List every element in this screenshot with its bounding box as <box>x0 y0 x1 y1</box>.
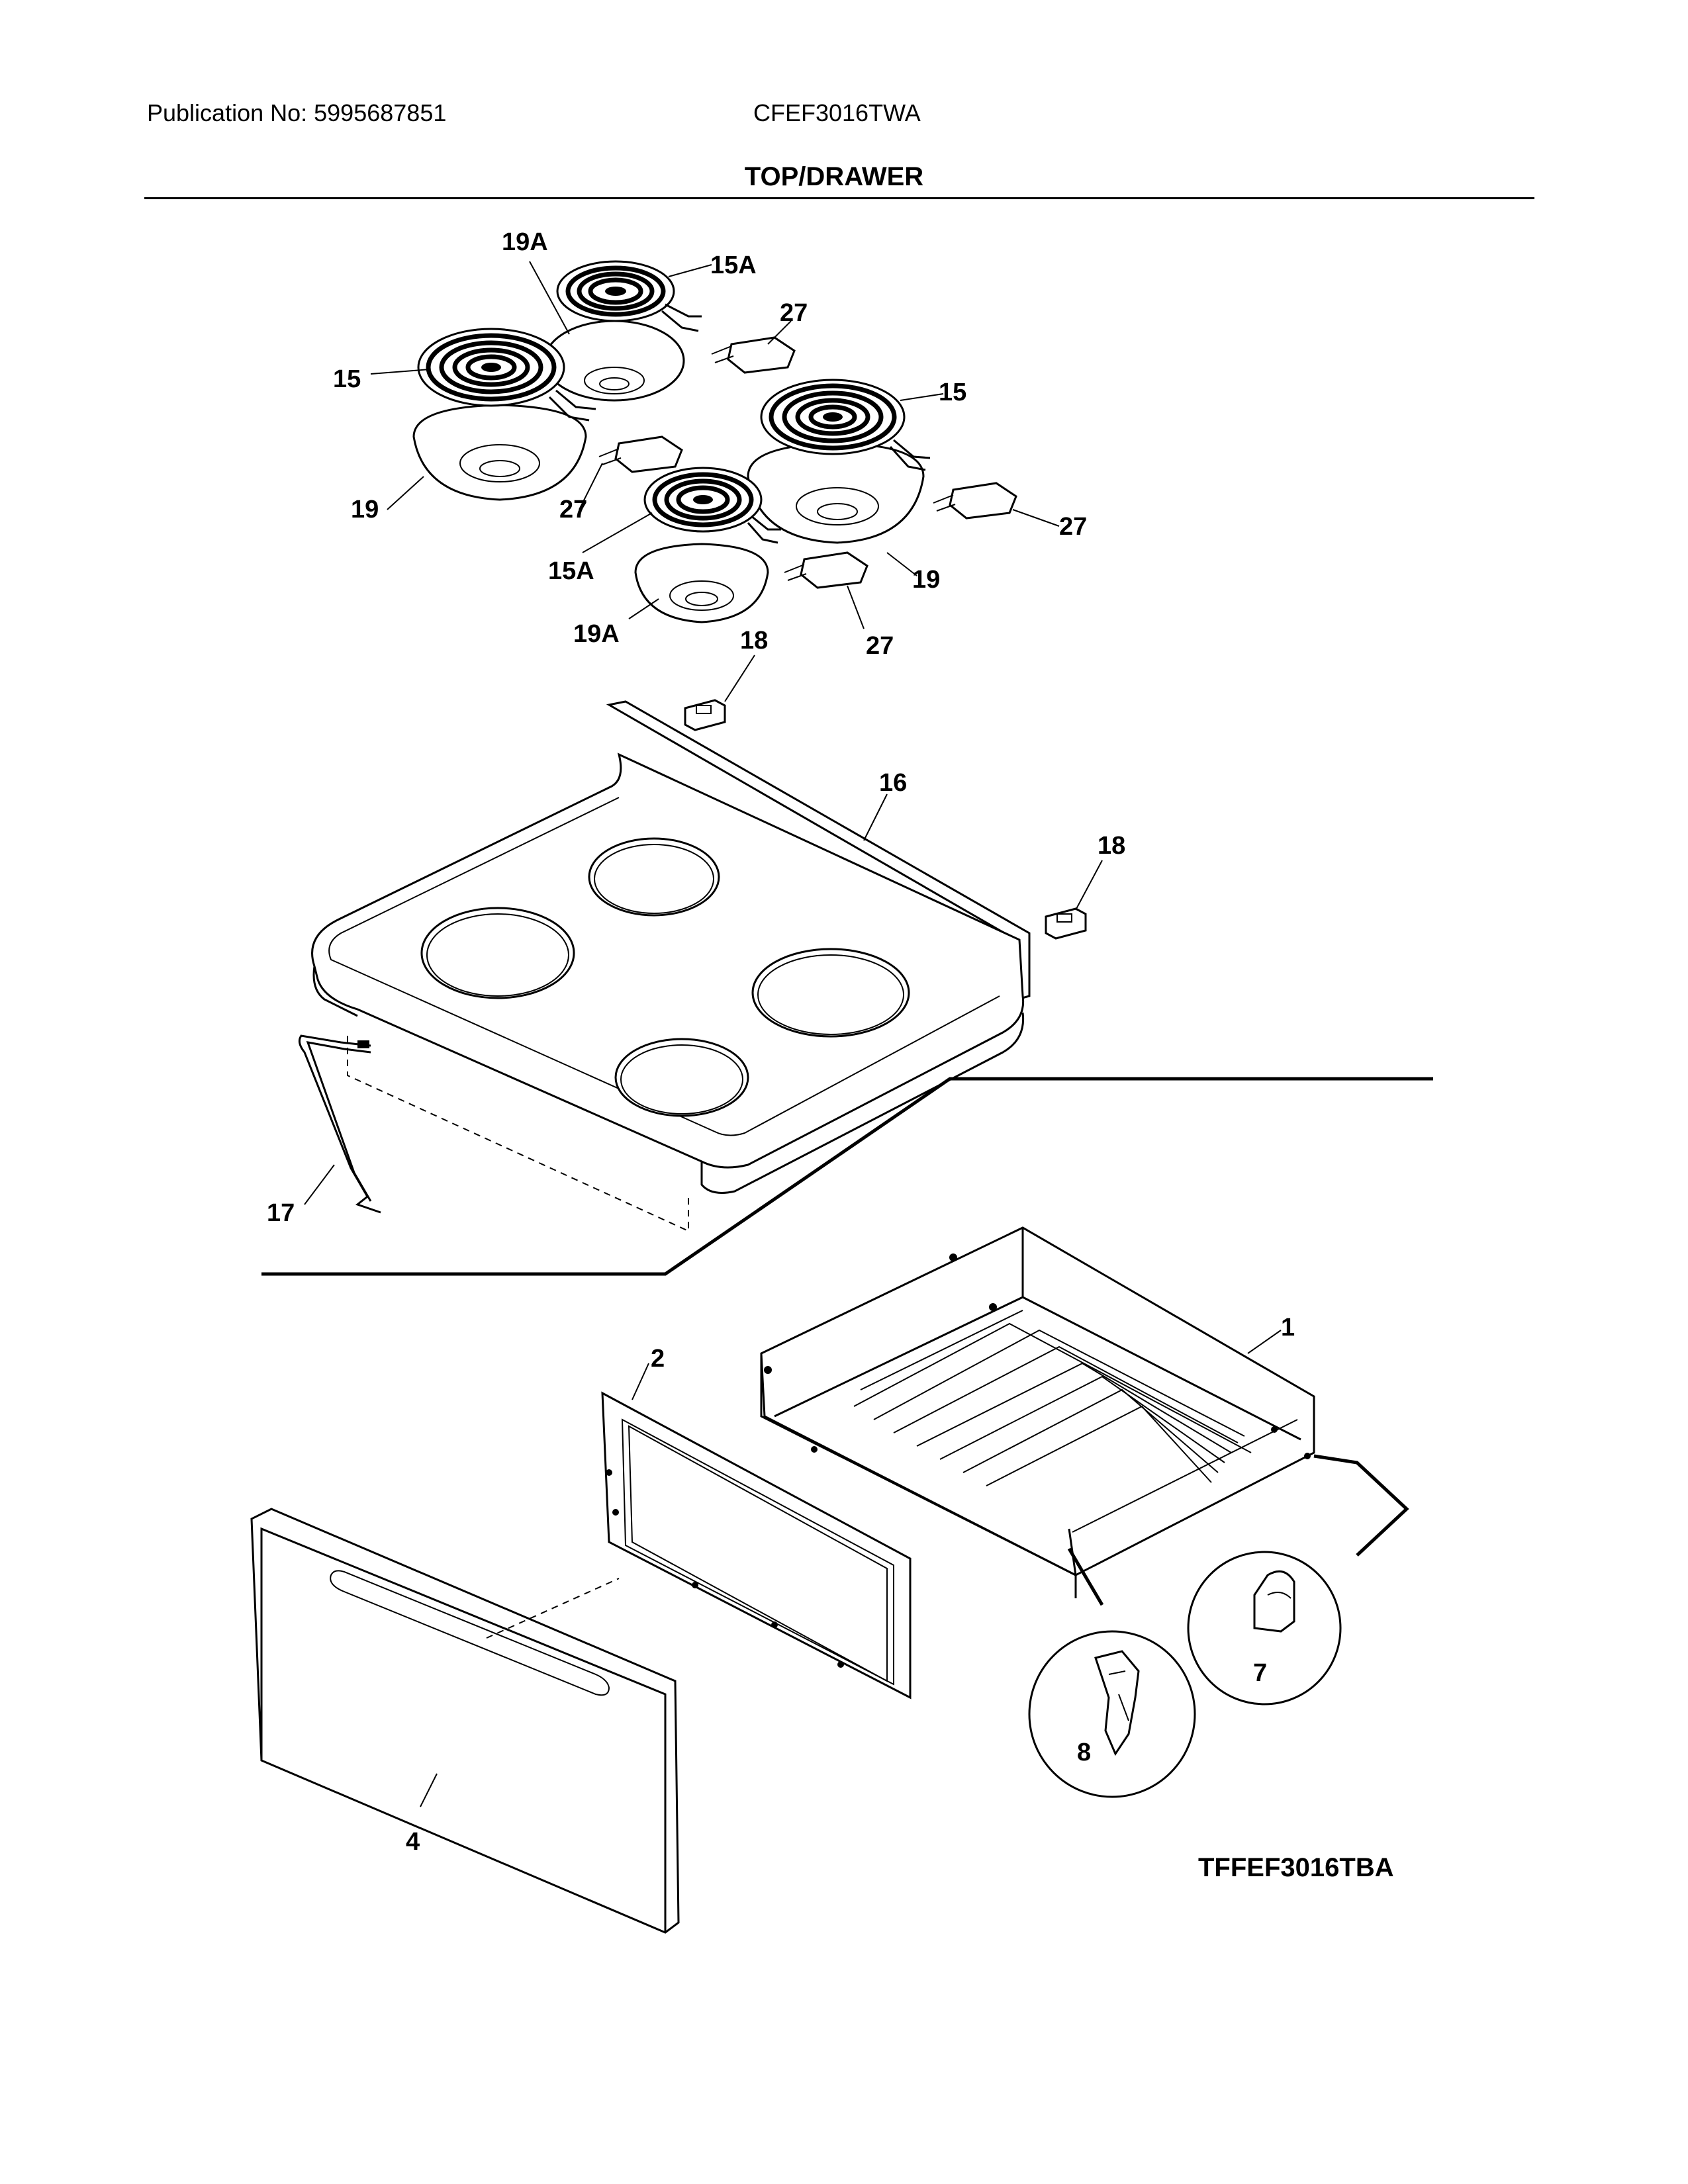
callout-4: 4 <box>406 1828 420 1856</box>
callout-17: 17 <box>267 1199 295 1227</box>
section-separator <box>261 1077 1433 1276</box>
callout-19-left: 19 <box>351 496 379 523</box>
detail-circle-8 <box>1028 1630 1196 1798</box>
cooktop-main-top <box>311 700 1031 1194</box>
drawer-body-1 <box>760 1226 1315 1598</box>
diagram-code: TFFEF3016TBA <box>1198 1853 1394 1882</box>
terminal-block-d <box>784 551 868 589</box>
drip-bowl-large-right <box>747 442 925 544</box>
surface-element-small-top <box>556 260 702 332</box>
terminal-block-b <box>598 435 683 473</box>
callout-27-d: 27 <box>866 632 894 660</box>
terminal-block-a <box>711 336 796 374</box>
callout-27-a: 27 <box>780 299 808 327</box>
top-hinge-bracket-18-top <box>684 655 755 731</box>
callout-1: 1 <box>1281 1314 1295 1342</box>
leader-8 <box>1067 1547 1104 1606</box>
callout-2: 2 <box>651 1345 665 1373</box>
callout-18-right: 18 <box>1098 832 1125 860</box>
surface-element-small-bottom <box>643 467 781 544</box>
publication-number: Publication No: 5995687851 <box>147 99 447 126</box>
terminal-block-c <box>933 482 1017 520</box>
header-rule <box>144 197 1534 199</box>
drip-bowl-small-bottom <box>634 543 769 623</box>
callout-19a-top: 19A <box>502 228 548 256</box>
surface-element-large-right <box>760 379 931 471</box>
callout-15a-bottom: 15A <box>548 557 594 585</box>
callout-19-right: 19 <box>912 566 940 594</box>
leader-16 <box>863 794 888 841</box>
drawer-front-4 <box>250 1508 680 1934</box>
callout-27-c: 27 <box>1059 513 1087 541</box>
top-support-rod-17 <box>298 1034 381 1214</box>
callout-8: 8 <box>1077 1739 1091 1766</box>
drawer-panel-2 <box>601 1363 912 1700</box>
callout-15-right: 15 <box>939 379 966 406</box>
drawer-alignment-dash <box>486 1578 620 1639</box>
callout-19a-bottom: 19A <box>573 620 620 648</box>
cooktop-hidden-edge <box>347 1036 689 1232</box>
callout-27-b: 27 <box>559 496 587 523</box>
leader-lines-burners <box>370 261 1060 629</box>
callout-16: 16 <box>879 769 907 797</box>
callout-15-left: 15 <box>333 365 361 393</box>
model-number: CFEF3016TWA <box>753 99 921 126</box>
leader-7 <box>1313 1454 1409 1557</box>
drip-bowl-large-left <box>412 404 587 501</box>
callout-18-top: 18 <box>740 627 768 655</box>
callout-15a-top: 15A <box>710 251 757 279</box>
section-title: TOP/DRAWER <box>744 162 924 191</box>
drip-bowl-small-top <box>543 320 685 402</box>
surface-element-large-left <box>417 328 596 422</box>
top-hinge-bracket-18-right <box>1045 860 1103 940</box>
callout-7: 7 <box>1253 1659 1267 1687</box>
detail-circle-7 <box>1187 1551 1342 1706</box>
